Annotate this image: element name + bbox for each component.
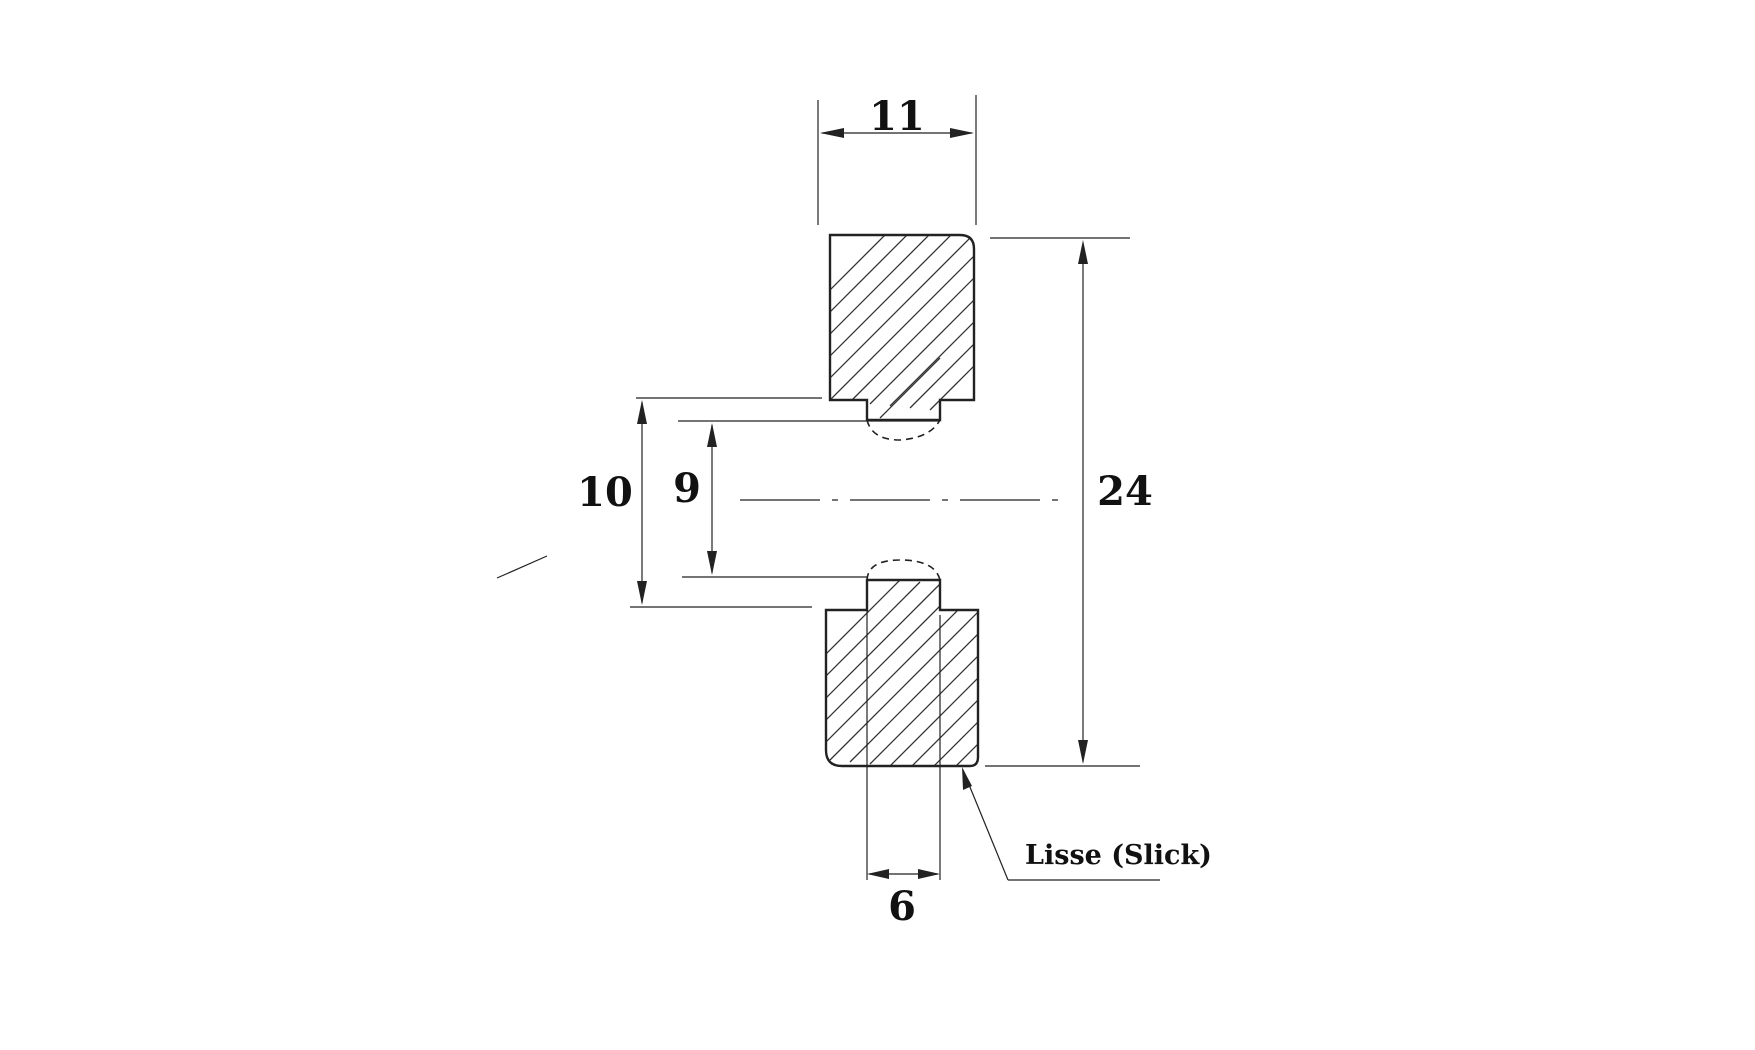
- dimension-tip-width-label: 6: [888, 883, 916, 930]
- dimension-top-width-label: 11: [869, 93, 925, 140]
- upper-jaw: [828, 233, 976, 441]
- lower-jaw: [824, 559, 980, 880]
- dimension-total-height-label: 24: [1097, 468, 1153, 515]
- dimension-tip-width: 6: [867, 869, 940, 930]
- dimension-inner-gap: 9: [673, 420, 940, 578]
- dimension-total-height: 24: [985, 237, 1153, 767]
- upper-jaw-hatching: [830, 235, 974, 419]
- slick-note: Lisse (Slick): [962, 767, 1212, 881]
- dimension-outer-gap-label: 10: [577, 469, 633, 516]
- lower-jaw-hatching: [826, 580, 978, 766]
- slick-note-label: Lisse (Slick): [1025, 840, 1212, 871]
- dimension-top-width: 11: [817, 93, 977, 225]
- stray-mark: [496, 555, 548, 579]
- dimension-outer-gap: 10: [577, 397, 822, 608]
- dimension-inner-gap-label: 9: [673, 465, 701, 512]
